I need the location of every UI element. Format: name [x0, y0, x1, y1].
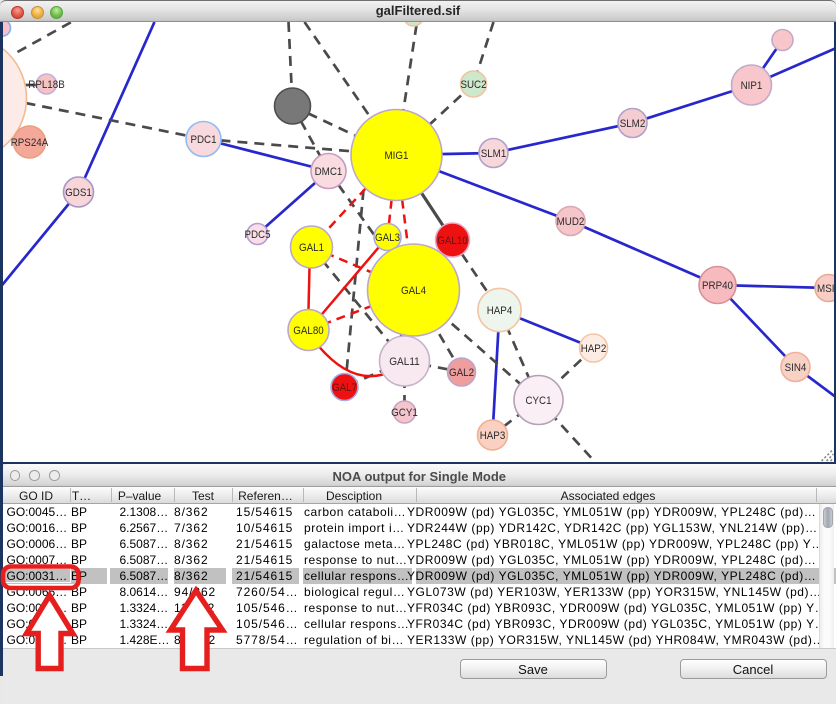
svg-text:GDS1: GDS1	[65, 187, 92, 199]
svg-text:GAL80: GAL80	[293, 325, 324, 337]
svg-text:GCY1: GCY1	[391, 407, 418, 419]
svg-text:SLM2: SLM2	[619, 118, 645, 130]
svg-text:GAL4: GAL4	[400, 285, 425, 297]
svg-text:CYC1: CYC1	[525, 395, 551, 407]
svg-text:GAL2: GAL2	[448, 367, 473, 379]
svg-text:MUD2: MUD2	[556, 216, 584, 228]
svg-text:GAL1: GAL1	[298, 242, 323, 254]
svg-text:HAP2: HAP2	[580, 343, 606, 355]
svg-text:HAP4: HAP4	[486, 305, 512, 317]
svg-text:RPS24A: RPS24A	[10, 137, 48, 149]
svg-text:NIP1: NIP1	[740, 80, 762, 92]
svg-text:PDC5: PDC5	[244, 229, 270, 241]
svg-text:GAL11: GAL11	[389, 356, 420, 368]
svg-text:GAL3: GAL3	[374, 232, 399, 244]
svg-text:RPL18B: RPL18B	[28, 79, 65, 91]
svg-text:SIN4: SIN4	[784, 362, 806, 374]
svg-text:GAL7: GAL7	[331, 382, 356, 394]
svg-text:SUC2: SUC2	[460, 79, 486, 91]
svg-text:SLM1: SLM1	[480, 148, 506, 160]
svg-text:GAL10: GAL10	[437, 235, 468, 247]
svg-text:MIG1: MIG1	[384, 150, 408, 162]
svg-text:HAP3: HAP3	[479, 430, 505, 442]
svg-text:PDC1: PDC1	[190, 134, 216, 146]
svg-text:MSI1: MSI1	[817, 283, 834, 295]
svg-text:DMC1: DMC1	[314, 166, 342, 178]
svg-text:PRP40: PRP40	[702, 280, 733, 292]
